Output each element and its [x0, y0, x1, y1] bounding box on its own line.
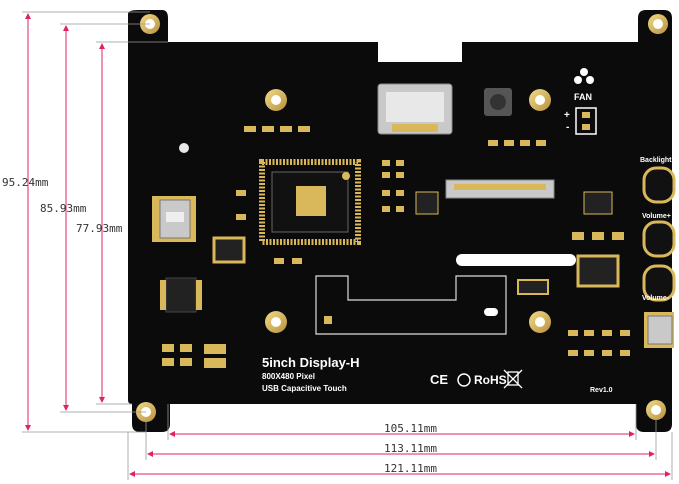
dim-width-inner-label: 105.11mm: [384, 422, 437, 435]
dim-width-outer: [127, 432, 673, 480]
board-resolution: 800X480 Pixel: [262, 372, 315, 381]
fpc-connector: [445, 179, 555, 199]
main-ic-chip: [259, 159, 361, 245]
side-buttons: [642, 166, 676, 302]
dim-height-inner-label: 77.93mm: [76, 222, 123, 235]
fan-icon: [574, 68, 594, 84]
mounting-holes: [136, 14, 668, 422]
rohs-icon: [457, 373, 471, 387]
fan-plus-label: +: [564, 110, 570, 121]
dim-width-mid-label: 113.11mm: [384, 442, 437, 455]
weee-bin-icon: [503, 369, 523, 389]
dim-height-mid-label: 85.93mm: [40, 202, 87, 215]
dim-height-mid: [60, 23, 150, 413]
component-outline: [315, 275, 507, 335]
fan-label: FAN: [574, 92, 592, 102]
hdmi-connector: [377, 83, 453, 135]
volume-minus-label: Volume-: [642, 295, 670, 302]
rohs-mark: RoHS: [474, 373, 507, 387]
fan-minus-label: -: [566, 122, 569, 133]
dim-height-outer: [22, 11, 150, 433]
soic-chip: [160, 277, 202, 313]
usb-port-left: [152, 196, 196, 242]
board-title: 5inch Display-H: [262, 355, 360, 370]
board-revision: Rev1.0: [590, 387, 613, 394]
ce-mark: CE: [430, 372, 448, 387]
fan-header: [575, 107, 597, 135]
smd-components: [162, 126, 630, 368]
usb-port-right: [644, 312, 674, 348]
dim-width-outer-label: 121.11mm: [384, 462, 437, 475]
pcb-board: [128, 10, 672, 432]
dim-width-mid: [145, 420, 657, 460]
backlight-label: Backlight: [640, 157, 672, 164]
dim-height-outer-label: 95.24mm: [2, 176, 49, 189]
volume-plus-label: Volume+: [642, 213, 671, 220]
dim-width-inner: [167, 404, 637, 440]
dim-height-inner: [96, 41, 168, 405]
board-touch: USB Capacitive Touch: [262, 384, 347, 393]
fpc-slot: [456, 254, 576, 266]
